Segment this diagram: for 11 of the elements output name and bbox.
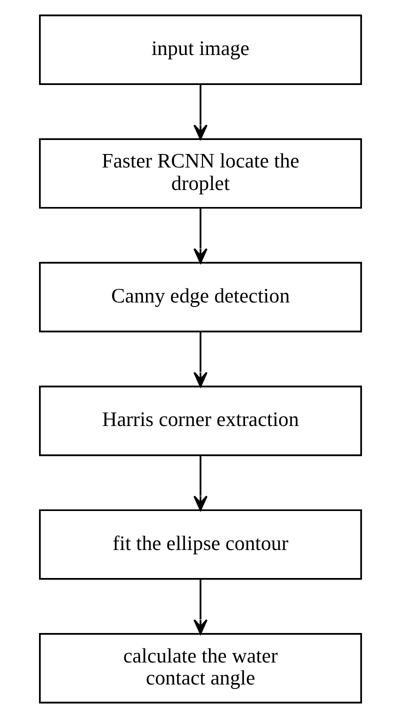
arrow [193,579,208,635]
arrow [193,332,208,388]
node-box: Canny edge detection [39,262,362,332]
node-box: Harris corner extraction [39,386,362,456]
node-box: input image [39,14,362,85]
arrow [193,208,208,264]
node-box: calculate the water contact angle [39,633,362,704]
arrow [193,84,208,140]
arrow [193,455,208,511]
node-box: fit the ellipse contour [39,509,362,580]
node-box: Faster RCNN locate the droplet [39,138,362,209]
